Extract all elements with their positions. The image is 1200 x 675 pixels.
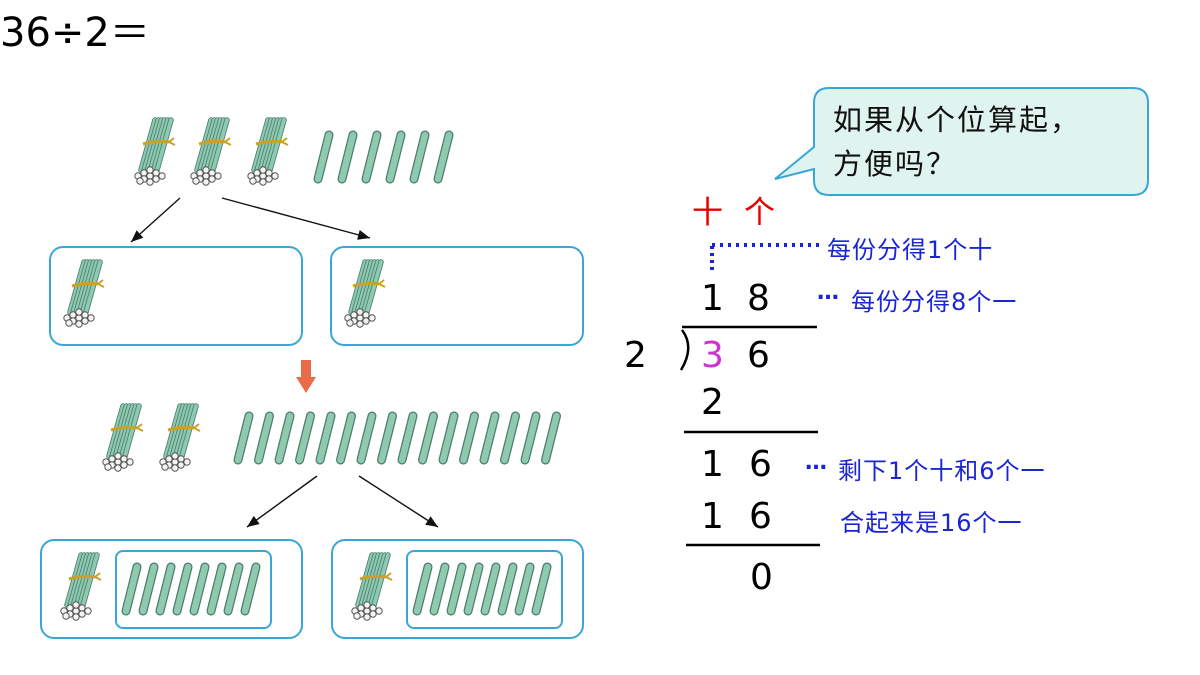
- single-stick-top-6-fill: [434, 131, 453, 183]
- single-stick-mid-10-fill: [419, 412, 437, 464]
- single-stick-bottom-right-3-fill: [447, 563, 466, 615]
- single-stick-mid-14-fill: [501, 412, 519, 464]
- annotation-tens-share: 每份分得1个十: [827, 236, 994, 264]
- ten-bundle-bottom-right: [351, 552, 393, 621]
- dividend-ones-digit: 6: [747, 335, 770, 376]
- equation: 36÷2＝: [0, 10, 150, 56]
- speech-bubble-line2: 方便吗？: [833, 147, 958, 181]
- ten-bundle-bottom-left: [60, 552, 102, 621]
- split-arrow-top-left-head: [131, 230, 144, 242]
- quotient-tens-digit: 1: [701, 278, 724, 319]
- split-arrow-mid-left-head: [247, 515, 260, 527]
- dividend-tens-digit: 3: [701, 335, 724, 376]
- single-stick-mid-5-fill: [316, 412, 335, 464]
- single-stick-bottom-left-8-fill: [241, 563, 260, 615]
- remainder-tens-digit: 1: [701, 444, 724, 485]
- single-stick-mid-4-fill: [296, 412, 314, 464]
- single-stick-mid-3-fill: [275, 412, 294, 464]
- place-label-ones: 个: [744, 195, 775, 231]
- single-stick-bottom-left-1-fill: [122, 563, 141, 615]
- split-arrow-mid-left: [246, 475, 318, 528]
- single-stick-top-2-fill: [338, 131, 357, 183]
- single-stick-mid-1-fill: [234, 412, 253, 464]
- single-stick-bottom-left-6-fill: [207, 563, 226, 615]
- single-stick-bottom-right-1-fill: [413, 563, 432, 615]
- annotation-remaining: 剩下1个十和6个一: [838, 457, 1046, 485]
- split-arrow-top-right: [221, 197, 371, 239]
- ten-bundle-top-3: [247, 117, 289, 186]
- single-stick-bottom-right-2-fill: [430, 563, 449, 615]
- final-remainder-digit: 0: [750, 557, 773, 598]
- single-stick-top-3-fill: [362, 131, 381, 183]
- single-stick-bottom-left-7-fill: [224, 563, 243, 615]
- single-stick-bottom-right-5-fill: [481, 563, 500, 615]
- single-stick-bottom-right-7-fill: [515, 563, 534, 615]
- single-stick-bottom-left-3-fill: [156, 563, 175, 615]
- single-stick-bottom-left-5-fill: [190, 563, 209, 615]
- split-arrow-mid-right: [358, 475, 439, 528]
- step2-product-tens-digit: 1: [701, 496, 724, 537]
- annotation-dots-remaining: …: [805, 450, 827, 475]
- ten-bundle-mid-1: [102, 403, 144, 472]
- single-stick-top-5-fill: [410, 131, 429, 183]
- single-stick-mid-11-fill: [439, 412, 458, 464]
- place-label-tens: 十: [692, 195, 723, 231]
- remainder-ones-digit: 6: [749, 444, 772, 485]
- single-stick-mid-16-fill: [542, 412, 560, 464]
- speech-bubble-text: 如果从个位算起， 方便吗？: [833, 98, 1081, 186]
- down-arrow-shaft: [301, 360, 311, 378]
- ten-bundle-top-1: [134, 117, 176, 186]
- ten-bundle-box-right: [344, 259, 386, 328]
- single-stick-mid-15-fill: [521, 412, 540, 464]
- single-stick-mid-2-fill: [255, 412, 273, 464]
- speech-bubble-line1: 如果从个位算起，: [833, 103, 1082, 137]
- down-arrow-head: [296, 377, 316, 393]
- single-stick-bottom-left-2-fill: [139, 563, 158, 615]
- single-stick-mid-8-fill: [378, 412, 396, 464]
- single-stick-bottom-right-8-fill: [532, 563, 551, 615]
- ten-bundle-box-left: [63, 259, 105, 328]
- single-stick-bottom-right-4-fill: [464, 563, 483, 615]
- ten-bundle-top-2: [190, 117, 232, 186]
- single-stick-mid-13-fill: [480, 412, 499, 464]
- single-stick-mid-12-fill: [460, 412, 478, 464]
- step1-product-digit: 2: [701, 382, 724, 423]
- single-stick-bottom-right-6-fill: [498, 563, 517, 615]
- step2-product-ones-digit: 6: [749, 496, 772, 537]
- single-stick-mid-6-fill: [337, 412, 355, 464]
- single-stick-mid-9-fill: [398, 412, 417, 464]
- speech-bubble: [774, 87, 1149, 196]
- divisor-digit: 2: [624, 335, 647, 376]
- single-stick-top-1-fill: [314, 131, 333, 183]
- annotation-combined: 合起来是16个一: [840, 509, 1023, 537]
- split-arrow-mid-right-head: [425, 516, 438, 527]
- annotation-dots-ones: …: [817, 280, 839, 305]
- quotient-ones-digit: 8: [747, 278, 770, 319]
- single-stick-mid-7-fill: [357, 412, 376, 464]
- ten-bundle-mid-2: [159, 403, 201, 472]
- single-stick-bottom-left-4-fill: [173, 563, 192, 615]
- split-arrow-top-right-head: [357, 230, 370, 240]
- single-stick-top-4-fill: [386, 131, 405, 183]
- annotation-ones-share: 每份分得8个一: [851, 288, 1018, 316]
